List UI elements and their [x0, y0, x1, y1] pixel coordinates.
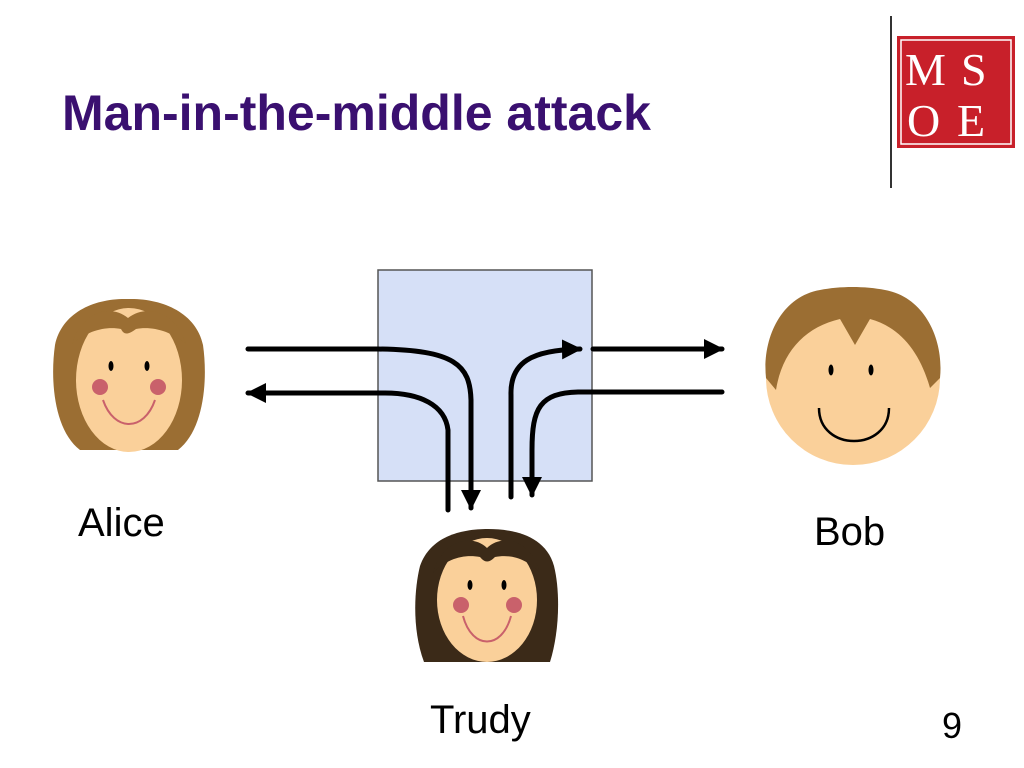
bob-label: Bob: [814, 510, 886, 554]
svg-text:S: S: [961, 44, 987, 95]
alice-face: [53, 298, 205, 452]
interception-box: [377, 269, 593, 482]
slide-title: Man-in-the-middle attack: [62, 85, 651, 141]
trudy-face: [415, 529, 559, 662]
msoe-logo: M S O E: [897, 36, 1015, 148]
svg-text:E: E: [957, 95, 985, 146]
trudy-to-alice-arrow: [245, 383, 451, 513]
bob-to-trudy-arrow: [522, 389, 725, 498]
slide-number: 9: [942, 705, 963, 746]
trudy-label: Trudy: [430, 698, 531, 742]
bob-face: [765, 287, 941, 465]
svg-text:O: O: [907, 95, 940, 146]
alice-to-trudy-arrow: [245, 346, 481, 511]
alice-label: Alice: [78, 501, 165, 545]
logo-divider: [890, 16, 892, 188]
svg-text:M: M: [905, 44, 946, 95]
trudy-to-bob-arrow: [508, 339, 583, 500]
